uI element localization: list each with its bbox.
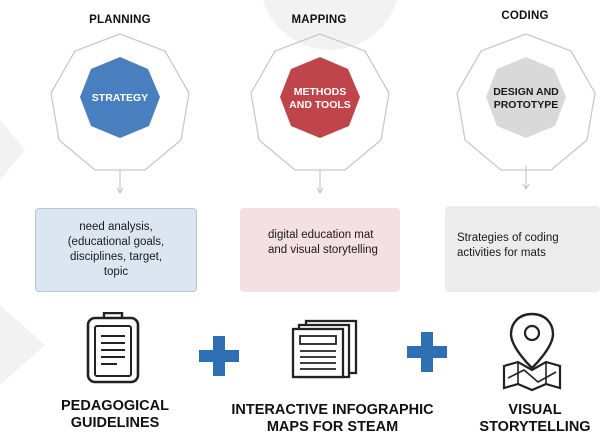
planning-stage: STRATEGY	[45, 30, 195, 180]
output-label-pedagogical: PEDAGOGICAL GUIDELINES	[61, 398, 169, 431]
coding-stage: DESIGN AND PROTOTYPE	[451, 30, 600, 180]
column-title-mapping: MAPPING	[291, 14, 347, 26]
design-octagon	[486, 57, 566, 138]
methods-octagon	[280, 57, 360, 138]
plus-icon	[405, 330, 449, 374]
down-arrow	[316, 170, 324, 194]
plus-icon	[197, 334, 241, 378]
down-arrow	[116, 170, 124, 194]
map-pin-icon	[502, 312, 562, 392]
design-label: DESIGN AND PROTOTYPE	[493, 86, 559, 111]
layered-documents-icon	[291, 319, 358, 379]
planning-description-box: need analysis, (educational goals, disci…	[35, 208, 197, 292]
strategy-label: STRATEGY	[91, 92, 149, 104]
mapping-description-box: digital education mat and visual storyte…	[240, 208, 400, 292]
coding-description-box: Strategies of coding activities for mats	[445, 206, 600, 292]
clipboard-document-icon	[86, 312, 140, 384]
column-title-planning: PLANNING	[89, 14, 151, 26]
output-label-storytelling: VISUAL STORYTELLING	[479, 402, 591, 435]
column-title-coding: CODING	[501, 10, 549, 22]
down-arrow	[522, 166, 530, 190]
output-label-infographic: INTERACTIVE INFOGRAPHIC MAPS FOR STEAM	[231, 402, 434, 435]
methods-label: METHODS AND TOOLS	[289, 86, 351, 111]
strategy-octagon	[80, 57, 160, 138]
planning-outer-outline	[50, 33, 190, 171]
mapping-stage: METHODS AND TOOLS	[245, 30, 395, 180]
